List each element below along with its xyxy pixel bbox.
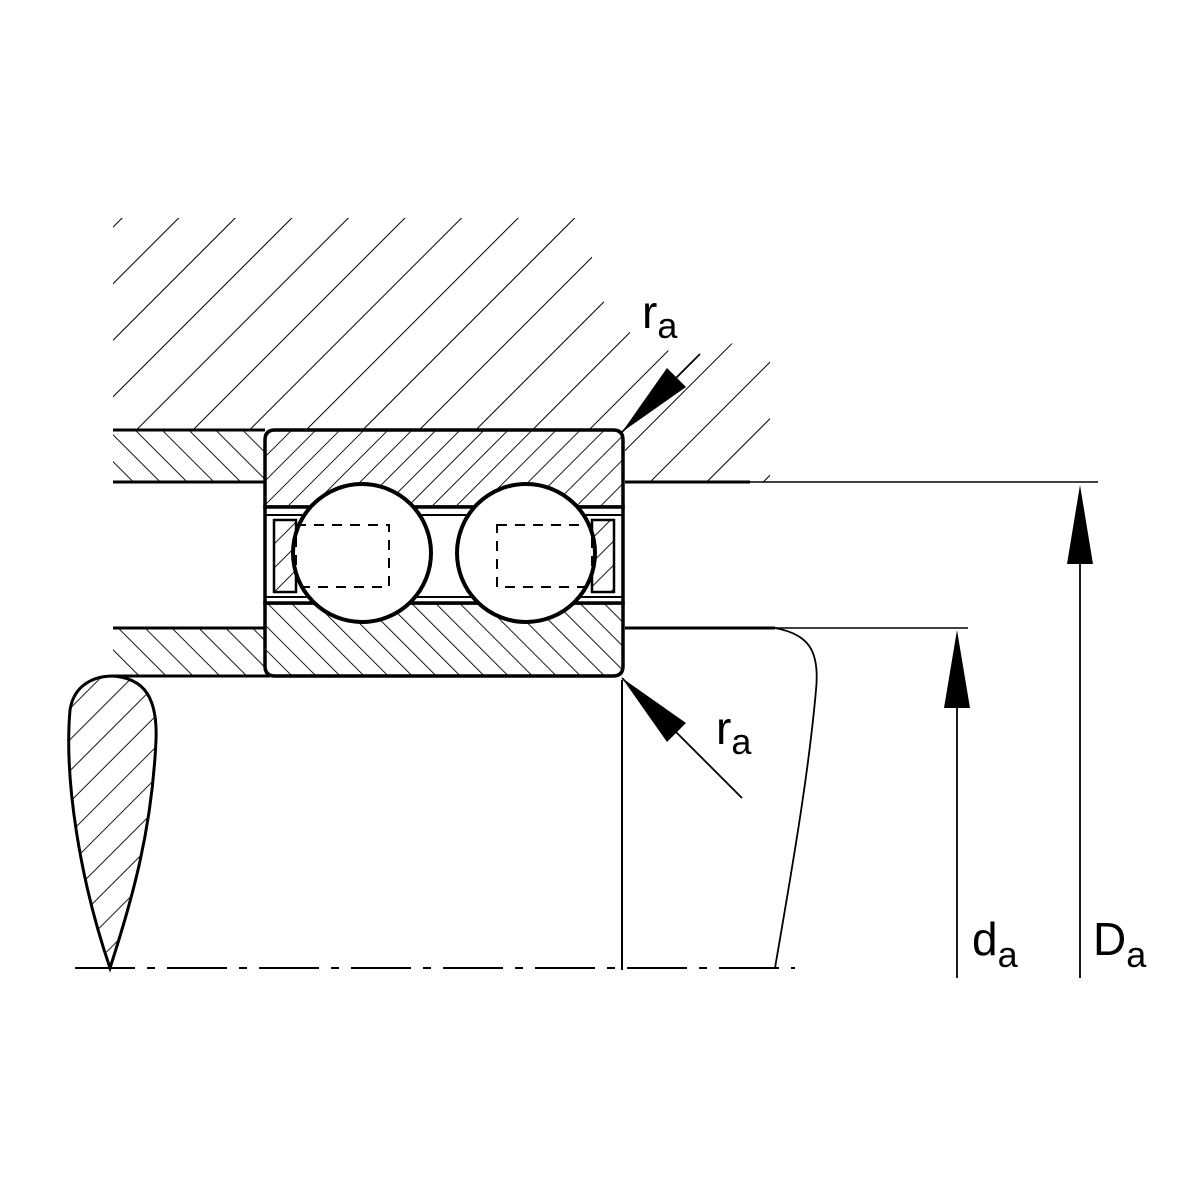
bearing bbox=[263, 428, 625, 678]
inner-ring bbox=[263, 601, 625, 678]
da-sub: a bbox=[998, 934, 1019, 975]
reference-lines bbox=[113, 480, 1098, 678]
ra-top-main: r bbox=[642, 286, 657, 338]
ra-top-callout bbox=[621, 353, 701, 433]
ra-bottom-main: r bbox=[716, 702, 731, 754]
housing-shoulder-hatch bbox=[625, 430, 770, 482]
ra-bottom-arrowhead bbox=[622, 678, 686, 742]
Da-label: Da bbox=[1093, 913, 1147, 975]
left-spacers bbox=[113, 428, 265, 678]
Da-sub: a bbox=[1126, 934, 1147, 975]
ra-bottom-label: ra bbox=[716, 702, 752, 762]
ra-top-arrowhead bbox=[622, 368, 686, 432]
da-main: d bbox=[972, 913, 998, 965]
shaft-section bbox=[67, 674, 158, 973]
ra-bottom-callout bbox=[621, 677, 743, 799]
Da-arrowhead bbox=[1067, 485, 1093, 564]
shaft-abutment-contour bbox=[774, 627, 818, 969]
ra-top-label: ra bbox=[642, 286, 678, 346]
da-dimension bbox=[944, 630, 970, 978]
da-arrowhead bbox=[944, 630, 970, 708]
ball-left bbox=[291, 482, 433, 624]
cage-right-hidden bbox=[496, 524, 593, 588]
Da-main: D bbox=[1093, 913, 1126, 965]
housing bbox=[113, 218, 770, 482]
ra-top-sub: a bbox=[657, 305, 678, 346]
ra-bottom-sub: a bbox=[731, 721, 752, 762]
da-label: da bbox=[972, 913, 1019, 975]
Da-dimension bbox=[1067, 485, 1093, 978]
cage-left-hidden bbox=[295, 524, 390, 588]
lower-spacer-ring bbox=[113, 628, 265, 676]
upper-spacer-ring bbox=[113, 430, 265, 482]
ball-right bbox=[455, 482, 597, 624]
outer-ring bbox=[263, 428, 625, 509]
